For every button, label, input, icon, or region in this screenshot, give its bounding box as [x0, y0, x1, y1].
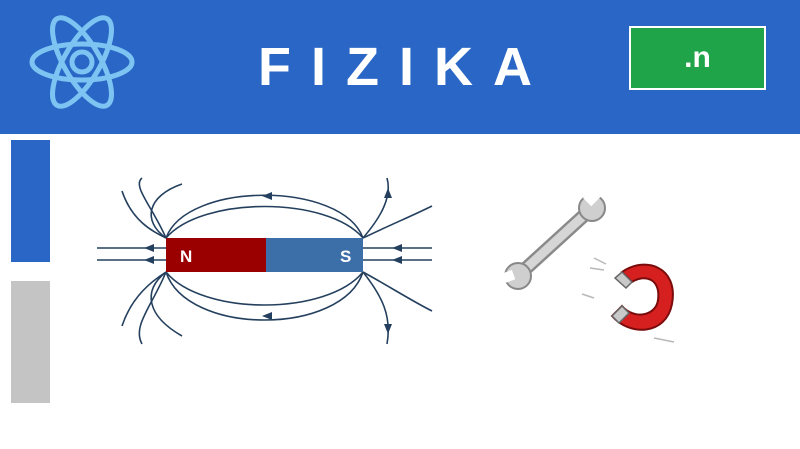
sidebar-accent-gray — [11, 281, 50, 403]
north-pole-block — [166, 238, 266, 272]
page-title: FIZIKA — [258, 37, 552, 97]
horseshoe-magnet-icon — [581, 257, 675, 343]
north-pole-label: N — [180, 247, 192, 266]
field-arrows — [144, 188, 402, 334]
tools-illustration — [498, 187, 675, 343]
wrench-icon — [498, 187, 606, 290]
south-pole-label: S — [340, 247, 351, 266]
sidebar-accent-blue — [11, 140, 50, 262]
atom-icon — [29, 15, 135, 109]
domain-badge[interactable]: .n — [629, 26, 766, 90]
magnetic-field-diagram: N S — [97, 177, 433, 345]
header-banner: FIZIKA .n — [0, 0, 800, 134]
south-pole-block — [266, 238, 363, 272]
